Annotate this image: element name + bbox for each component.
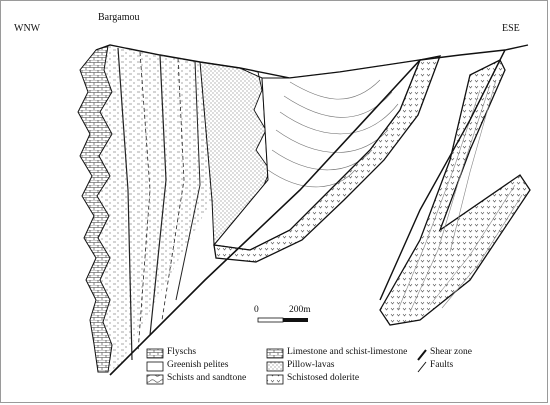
legend-swatch-greenish-pelites [146, 361, 164, 372]
eastern-folded-block [379, 59, 531, 326]
legend-swatch-schists-sandtone [146, 374, 164, 385]
legend-swatch-limestone [266, 348, 284, 359]
legend-swatch-shear-zone [417, 349, 427, 361]
label-wnw: WNW [14, 23, 41, 34]
legend-swatch-pillow-lavas [266, 361, 284, 372]
legend-swatch-dolerite [266, 374, 284, 385]
legend-label-pillow-lavas: Pillow-lavas [287, 360, 335, 370]
legend-label-limestone: Limestone and schist-limestone [287, 347, 408, 357]
schist-block-west [97, 46, 212, 372]
legend-label-schists-sandtone: Schists and sandtone [167, 373, 247, 383]
scale-label-start: 0 [254, 305, 259, 315]
legend-label-flyschs: Flyschs [167, 347, 197, 357]
dolerite-shear-band [213, 55, 442, 263]
label-locality: Bargamou [98, 12, 140, 23]
main-faults [109, 49, 506, 376]
legend-label-faults: Faults [430, 360, 454, 370]
legend-swatch-flyschs [146, 348, 164, 359]
west-block-layering [117, 47, 201, 361]
legend-swatches [146, 348, 427, 385]
label-ese: ESE [502, 23, 520, 34]
scale-bar [257, 317, 308, 323]
legend-swatch-faults [417, 361, 427, 373]
scale-label-end: 200m [289, 305, 311, 315]
legend-label-dolerite: Schistosed dolerite [287, 373, 360, 383]
eastern-block-fold-lines [397, 79, 523, 313]
legend-label-shear-zone: Shear zone [430, 347, 472, 357]
legend-label-greenish-pelites: Greenish pelites [167, 360, 229, 370]
